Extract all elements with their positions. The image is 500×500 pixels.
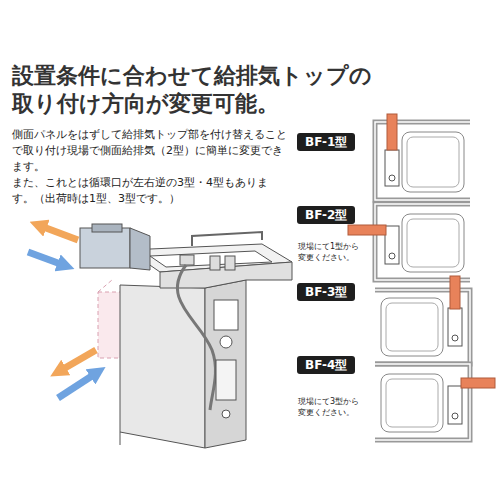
boiler-unit (80, 224, 292, 448)
type-name: BF-1型 (305, 135, 347, 149)
heading: 設置条件に合わせて給排気トップの 取り付け方向が変更可能。 (12, 62, 384, 118)
type-name: BF-4型 (305, 358, 347, 372)
note: 現場にて3型から 変更ください。 (298, 396, 368, 418)
bf4-layout (375, 364, 495, 440)
description: また、これとは循環口が左右逆の3型・4型もあります。（出荷時は1型、3型です。） (12, 175, 288, 207)
description: 側面パネルをはずして給排気トップ部を付け替えることで取り付け現場で側面給排気（2… (12, 127, 288, 175)
type-label: BF-3型 (297, 283, 355, 301)
type-label: BF-2型 (297, 206, 355, 224)
type-name: BF-3型 (305, 285, 347, 299)
type-name: BF-2型 (305, 208, 347, 222)
bf1-layout (375, 114, 470, 200)
note: 現場にて1型から 変更ください。 (298, 241, 368, 263)
type-label: BF-1型 (297, 133, 355, 151)
bf3-layout (375, 276, 470, 364)
bf2-layout (348, 204, 470, 280)
type-label: BF-4型 (297, 356, 355, 374)
